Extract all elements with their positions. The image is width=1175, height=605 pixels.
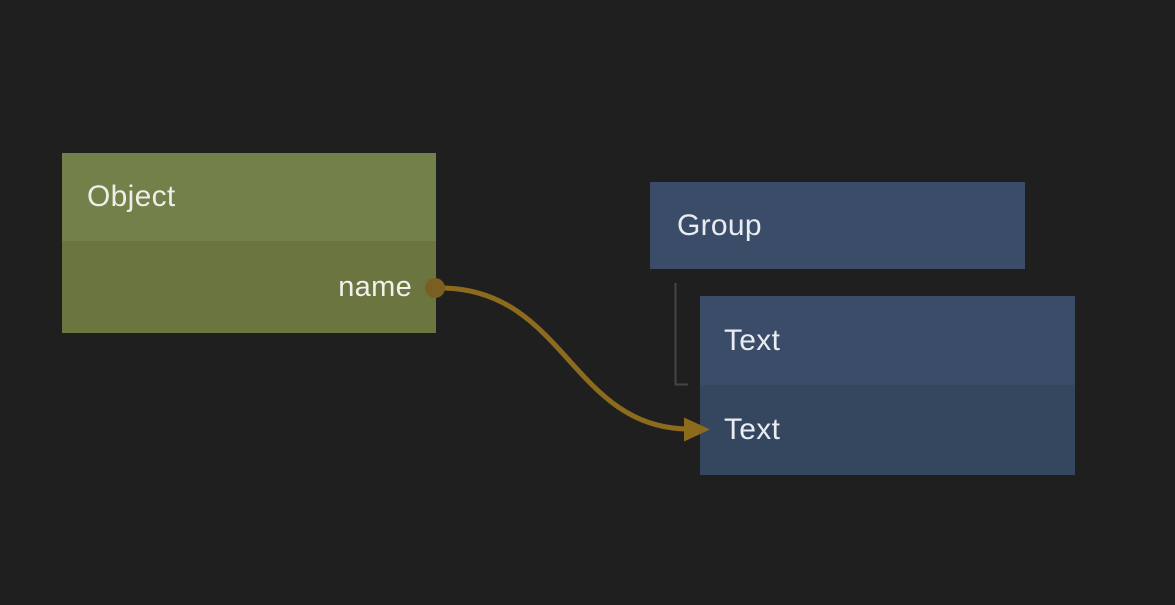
port-label-name: name <box>338 270 412 303</box>
node-object-header: Object <box>62 153 436 241</box>
node-group-title: Group <box>677 208 762 242</box>
node-object[interactable]: Object name <box>62 153 436 333</box>
node-group-header: Group <box>650 182 1025 269</box>
node-object-title: Object <box>87 180 176 213</box>
node-text-header: Text <box>700 296 1075 385</box>
connection-edge[interactable] <box>441 285 710 442</box>
connection-edge-path <box>441 285 690 432</box>
node-text-field-label: Text <box>724 413 781 446</box>
node-text-title: Text <box>724 323 781 357</box>
output-port-dot[interactable] <box>425 278 445 298</box>
node-text-field-row[interactable]: Text <box>700 385 1075 475</box>
node-group[interactable]: Group <box>650 182 1025 269</box>
node-object-body: name <box>62 241 436 333</box>
node-text[interactable]: Text Text <box>700 296 1075 475</box>
connection-arrowhead-icon <box>684 417 710 442</box>
tree-connector-line <box>674 283 688 386</box>
